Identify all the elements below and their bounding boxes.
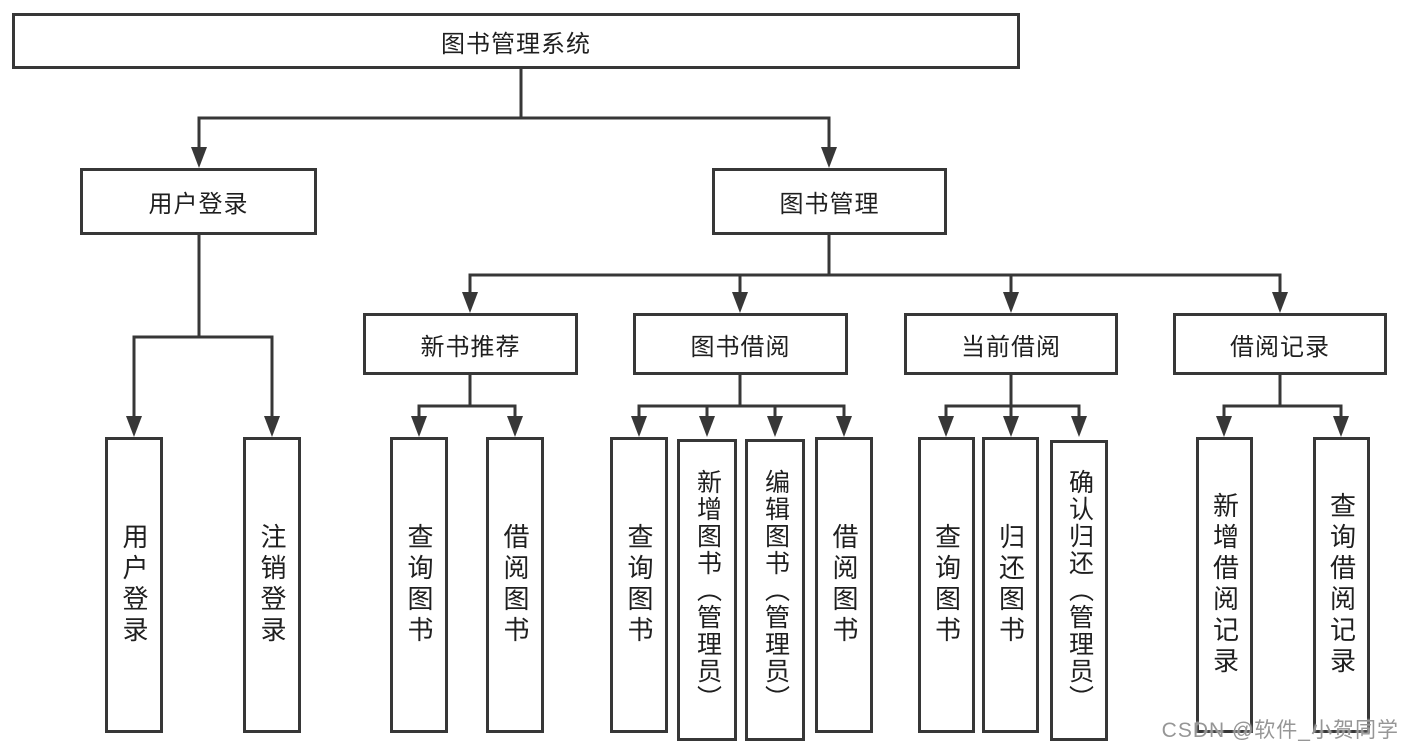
node-system-root: 图书管理系统 [12, 13, 1020, 69]
node-label-system-root: 图书管理系统 [441, 30, 591, 58]
node-label-query-book-recommend: 查询图书 [404, 523, 434, 647]
node-label-new-book-recommend: 新书推荐 [420, 333, 521, 361]
node-label-edit-book-admin: 编辑图书（管理员） [761, 468, 790, 712]
node-label-return-book: 归还图书 [995, 523, 1026, 647]
node-login: 用户登录 [105, 437, 163, 733]
node-borrow-book-recommend: 借阅图书 [486, 437, 544, 733]
node-query-borrow-record: 查询借阅记录 [1313, 437, 1370, 733]
node-book-borrowing: 图书借阅 [633, 313, 848, 375]
node-current-borrowing: 当前借阅 [904, 313, 1118, 375]
node-label-book-borrowing: 图书借阅 [690, 333, 791, 361]
node-return-book: 归还图书 [982, 437, 1039, 733]
node-user-login-module: 用户登录 [80, 168, 317, 235]
node-label-add-borrow-record: 新增借阅记录 [1209, 492, 1240, 678]
node-new-book-recommend: 新书推荐 [363, 313, 578, 375]
node-label-borrow-book-recommend: 借阅图书 [500, 523, 530, 647]
node-label-current-borrowing: 当前借阅 [961, 333, 1061, 361]
node-query-book-recommend: 查询图书 [390, 437, 448, 733]
node-label-borrowing-records: 借阅记录 [1230, 333, 1330, 361]
node-label-query-borrow-record: 查询借阅记录 [1326, 492, 1357, 678]
node-label-user-login-module: 用户登录 [148, 191, 249, 218]
node-label-book-management: 图书管理 [779, 191, 880, 218]
node-label-query-book-borrowing: 查询图书 [624, 523, 654, 647]
node-label-borrow-book-borrowing: 借阅图书 [829, 523, 859, 647]
node-label-query-book-current: 查询图书 [931, 523, 962, 647]
node-logout: 注销登录 [243, 437, 301, 733]
node-query-book-borrowing: 查询图书 [610, 437, 668, 733]
node-add-book-admin: 新增图书（管理员） [677, 439, 737, 741]
node-label-login: 用户登录 [119, 523, 149, 647]
node-add-borrow-record: 新增借阅记录 [1196, 437, 1253, 733]
node-label-logout: 注销登录 [257, 523, 287, 647]
node-confirm-return-admin: 确认归还（管理员） [1050, 440, 1108, 741]
node-edit-book-admin: 编辑图书（管理员） [745, 439, 805, 741]
node-borrowing-records: 借阅记录 [1173, 313, 1387, 375]
node-label-confirm-return-admin: 确认归还（管理员） [1065, 469, 1094, 712]
node-book-management: 图书管理 [712, 168, 947, 235]
node-label-add-book-admin: 新增图书（管理员） [693, 468, 722, 712]
node-borrow-book-borrowing: 借阅图书 [815, 437, 873, 733]
node-query-book-current: 查询图书 [918, 437, 975, 733]
